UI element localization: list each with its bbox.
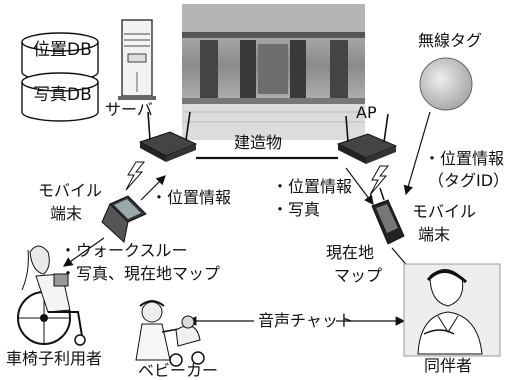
server-tower-icon: [118, 19, 156, 100]
access-point-icon: [138, 111, 198, 162]
building-label: 建造物: [234, 133, 283, 152]
server-label: サーバ: [105, 100, 153, 119]
mobile-left-line2: 端末: [50, 204, 83, 223]
access-point-icon: [336, 113, 398, 164]
stroller-icon: [135, 300, 205, 367]
wheelchair-user-label: 車椅子利用者: [6, 349, 103, 368]
tag-info-line2: （タグID）: [428, 171, 510, 190]
building-photo: [182, 4, 365, 140]
mobile-right-line2: 端末: [418, 225, 451, 244]
photo-db-label: 写真DB: [33, 85, 92, 105]
tag-info-line1: ・位置情報: [424, 149, 505, 168]
left-upload-label: ・位置情報: [151, 188, 232, 207]
mobile-left-line1: モバイル: [38, 181, 103, 200]
location-db-label: 位置DB: [33, 40, 92, 60]
right-upload-line1: ・位置情報: [272, 177, 353, 196]
companion-icon: [403, 263, 501, 357]
companion-label: 同伴者: [424, 356, 473, 375]
right-upload-line2: ・写真: [272, 200, 321, 219]
voice-chat-label: 音声チャット: [258, 311, 354, 330]
laptop-icon: [101, 195, 147, 243]
stroller-label: ベビーカー: [138, 361, 219, 380]
database-icon: [21, 32, 99, 82]
current-map-line2: マップ: [334, 266, 383, 285]
database-icon: [21, 72, 99, 122]
wheelchair-user-icon: [17, 245, 86, 346]
walkthrough-line1: ・ウォークスルー: [60, 241, 188, 260]
walkthrough-line2: ・写真、現在地マップ: [60, 264, 221, 283]
lightning-icon: [125, 161, 146, 191]
ap-label: AP: [356, 103, 377, 122]
pda-icon: [371, 187, 405, 245]
current-map-line1: 現在地: [326, 243, 375, 262]
wireless-tag-icon: [419, 57, 473, 111]
lightning-icon: [369, 165, 390, 196]
wireless-tag-label: 無線タグ: [418, 31, 483, 50]
mobile-right-line1: モバイル: [412, 202, 477, 221]
